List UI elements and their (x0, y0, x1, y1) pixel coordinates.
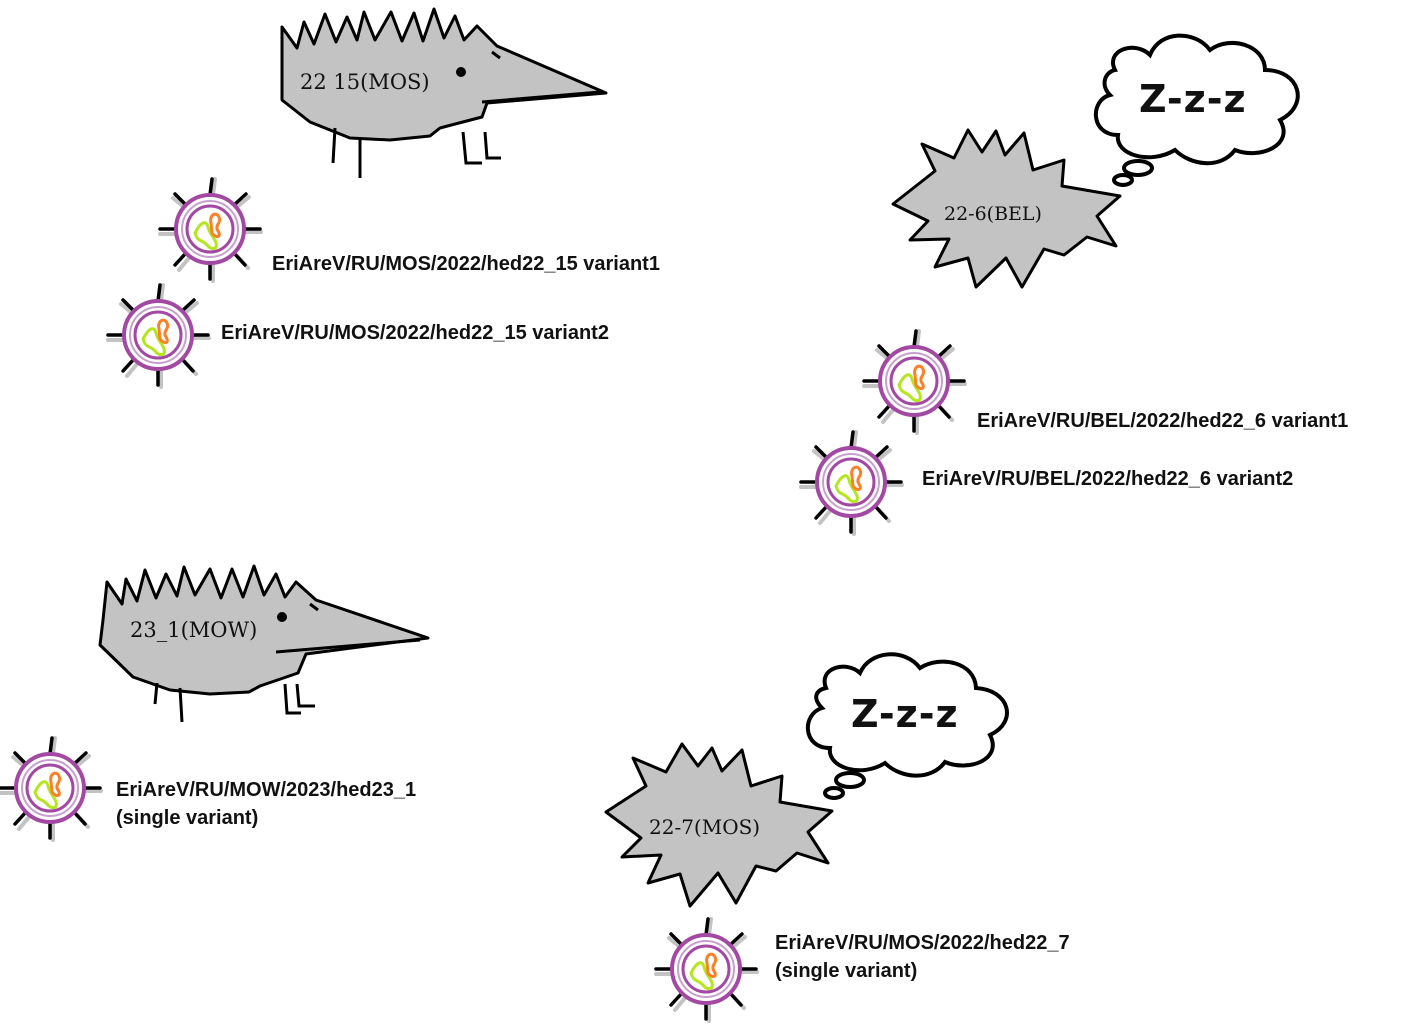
virus-label: EriAreV/RU/BEL/2022/hed22_6 variant2 (922, 468, 1294, 490)
virus-label: EriAreV/RU/MOS/2022/hed22_15 variant2 (221, 322, 609, 344)
virus-icon (862, 329, 967, 435)
thought-bubble-icon (806, 652, 1009, 800)
virus-icon (158, 177, 263, 283)
virus-icon (0, 736, 103, 842)
curled-hedgehog-icon (604, 742, 834, 908)
thought-bubble-icon (1094, 33, 1300, 187)
curled-hedgehog-icon (891, 128, 1122, 289)
virus-label: EriAreV/RU/MOW/2023/hed23_1 (116, 779, 417, 801)
hedgehog-tag: 22-6(BEL) (944, 203, 1042, 225)
virus-variant-note: (single variant) (116, 807, 259, 829)
sleep-speech: Z-z-z (1139, 77, 1247, 121)
sleep-speech: Z-z-z (851, 692, 959, 736)
virus-label: EriAreV/RU/MOS/2022/hed22_15 variant1 (272, 253, 660, 275)
hedgehog-tag: 23_1(MOW) (130, 618, 258, 642)
virus-label: EriAreV/RU/MOS/2022/hed22_7 (775, 932, 1070, 954)
virus-icon (654, 917, 759, 1023)
virus-icon (106, 283, 211, 389)
hedgehog-tag: 22-7(MOS) (649, 815, 761, 839)
hedgehog-icon (280, 7, 608, 178)
virus-variant-note: (single variant) (775, 960, 918, 982)
virus-icon (799, 430, 904, 536)
hedgehog-tag: 22 15(MOS) (300, 70, 430, 94)
virus-label: EriAreV/RU/BEL/2022/hed22_6 variant1 (977, 410, 1349, 432)
hedgehog-icon (98, 564, 430, 723)
